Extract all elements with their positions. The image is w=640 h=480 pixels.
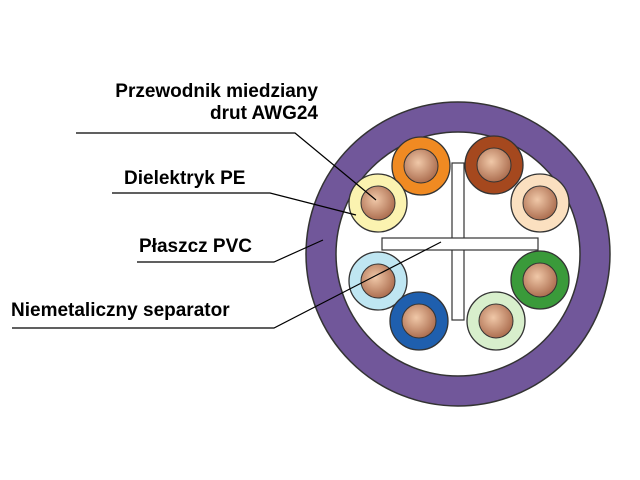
separator-label: Niemetaliczny separator — [11, 300, 230, 321]
leader-line-conductor — [76, 132, 377, 201]
conductor-label: Przewodnik miedziany drut AWG24 — [60, 81, 318, 125]
leader-line-dielectric — [112, 192, 357, 216]
leader-line-jacket — [137, 239, 324, 263]
conductor-label-line2: drut AWG24 — [209, 103, 318, 124]
wire-orange-copper-conductor — [403, 148, 439, 184]
wire-light-green — [466, 291, 526, 351]
wire-brown-copper-conductor — [476, 147, 512, 183]
nonmetallic-separator — [381, 162, 539, 321]
wire-light-blue-copper-conductor — [360, 263, 396, 299]
leader-line-separator — [12, 241, 442, 329]
wire-pairs — [348, 135, 570, 351]
wire-light-yellow — [348, 173, 408, 233]
wire-green — [510, 250, 570, 310]
wire-light-green-copper-conductor — [478, 303, 514, 339]
jacket-label: Płaszcz PVC — [139, 236, 252, 257]
wire-blue-copper-conductor — [401, 303, 437, 339]
wire-brown — [464, 135, 524, 195]
wire-light-orange — [510, 173, 570, 233]
wire-orange — [391, 136, 451, 196]
leader-lines — [12, 132, 442, 329]
dielectric-label: Dielektryk PE — [124, 168, 246, 189]
conductor-label-line1: Przewodnik miedziany — [115, 81, 318, 102]
wire-light-orange-copper-conductor — [522, 185, 558, 221]
separator-center — [453, 239, 463, 249]
wire-green-copper-conductor — [522, 262, 558, 298]
wire-blue — [389, 291, 449, 351]
